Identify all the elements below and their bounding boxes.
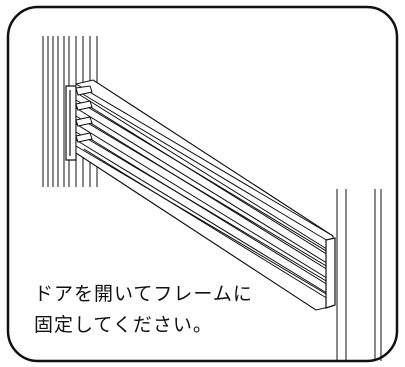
right-frame-post bbox=[336, 189, 382, 361]
instruction-line-1: ドアを開いてフレームに bbox=[34, 283, 253, 305]
right-mount-bracket bbox=[325, 237, 336, 309]
left-mount-bracket bbox=[65, 85, 77, 161]
frame-border bbox=[6, 5, 399, 363]
louver-panel bbox=[75, 79, 334, 311]
instruction-line-2: 固定してください。 bbox=[34, 314, 213, 336]
